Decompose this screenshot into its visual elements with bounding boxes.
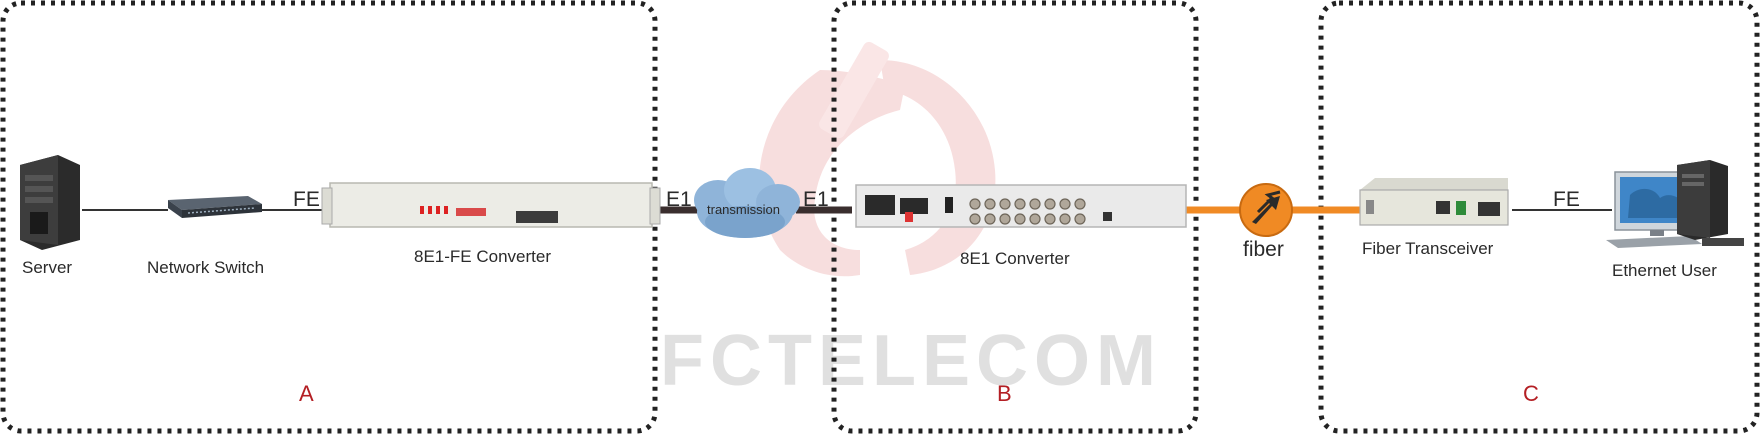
ethernet-user-icon: [1606, 160, 1744, 248]
section-b-box: [831, 0, 1199, 434]
server-icon: [20, 155, 80, 250]
fiber-transceiver-label: Fiber Transceiver: [1362, 239, 1494, 258]
converter-8e1-device: [855, 184, 1187, 228]
network-switch-icon: [168, 196, 262, 218]
section-c-label: C: [1523, 381, 1539, 406]
converter-8e1-label: 8E1 Converter: [960, 249, 1070, 268]
section-a-label: A: [299, 381, 314, 406]
e1-link-label-left: E1: [666, 188, 692, 211]
fe-link-label-right: FE: [1553, 188, 1580, 211]
fe-link-label-left: FE: [293, 188, 320, 211]
converter-8e1-fe-device: [321, 182, 661, 228]
cloud-label: transmission: [707, 202, 780, 217]
section-c-box: [1318, 0, 1760, 434]
network-switch-label: Network Switch: [147, 258, 264, 277]
transmission-cloud: [694, 168, 800, 238]
section-b-label: B: [997, 381, 1012, 406]
server-label: Server: [22, 258, 72, 277]
ethernet-user-label: Ethernet User: [1612, 261, 1717, 280]
converter-8e1-fe-label: 8E1-FE Converter: [414, 247, 551, 266]
watermark-text: FCTELECOM: [660, 321, 1162, 401]
e1-link-label-right: E1: [803, 188, 829, 211]
fiber-transceiver-device: [1359, 178, 1509, 226]
watermark-logo: [759, 41, 996, 277]
fiber-label: fiber: [1243, 238, 1284, 261]
fiber-icon: [1239, 183, 1293, 237]
